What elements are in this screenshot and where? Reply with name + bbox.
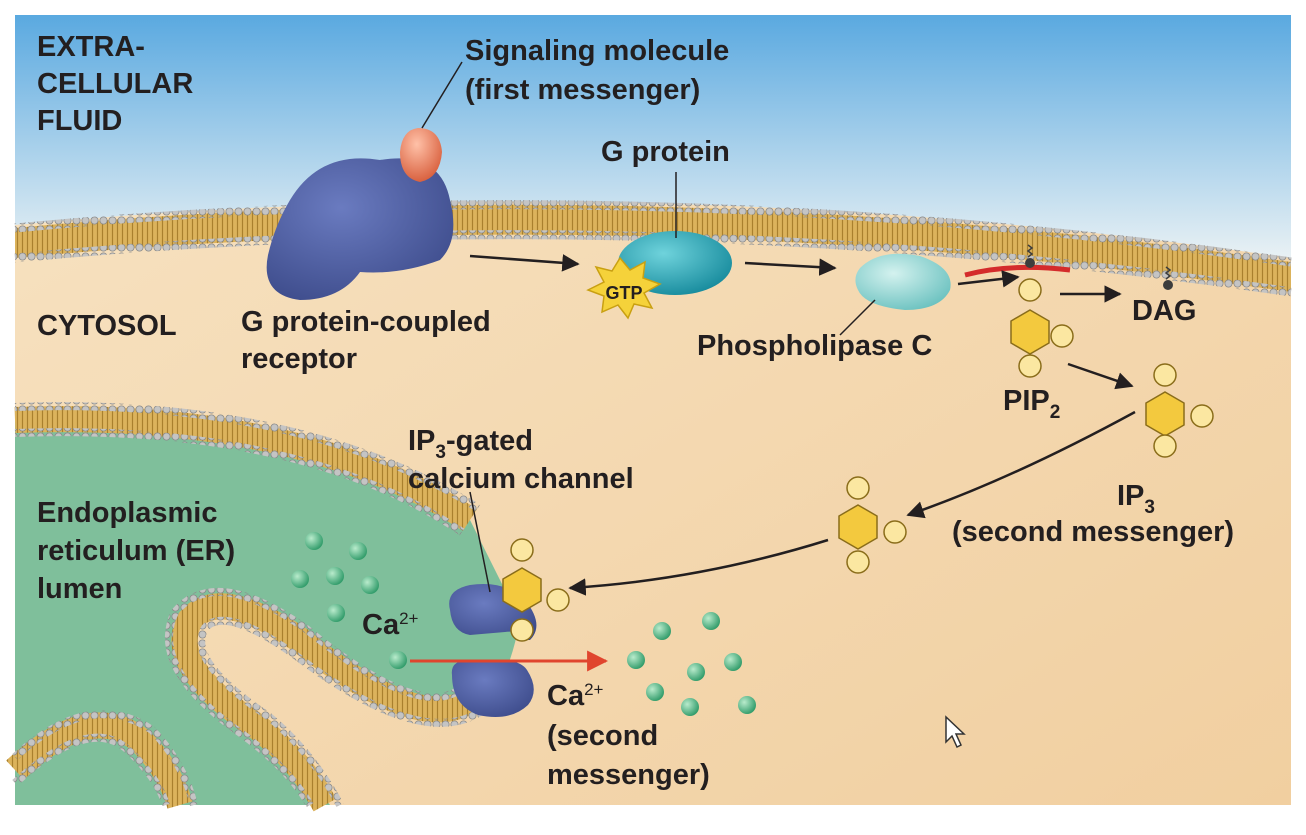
pip2-sub: 2: [1050, 402, 1061, 423]
arrow-to-ip3: [1067, 362, 1134, 390]
extracellular-label-1: EXTRA-: [37, 31, 145, 63]
calcium-cytosol-label-1: Ca2+: [547, 680, 604, 712]
gpcr-label-1: G protein-coupled: [241, 306, 491, 338]
signaling-molecule-shape: [400, 128, 442, 182]
pip2-label: PIP2: [1003, 385, 1060, 423]
er-label-3: lumen: [37, 573, 122, 605]
channel-leader: [469, 491, 491, 593]
extracellular-label-2: CELLULAR: [37, 68, 193, 100]
calcium-ions-er: [291, 532, 407, 669]
pip2-tail: [1025, 244, 1035, 268]
ip3-inositol-moving: [838, 476, 907, 574]
g-protein-label: G protein: [601, 136, 730, 168]
phospholipase-leader: [839, 299, 876, 336]
ca-in-base: Ca: [362, 609, 400, 641]
phospholipase-label: Phospholipase C: [697, 330, 932, 362]
arrow-ip3-diffusion: [906, 410, 1136, 519]
g-protein-coupled-receptor: [266, 158, 454, 300]
calcium-cytosol-label-2: (second: [547, 720, 658, 752]
calcium-er-label: Ca2+: [362, 609, 419, 641]
gtp-starburst: [586, 256, 662, 320]
calcium-ions-cytosol: [627, 612, 756, 716]
channel-label-2: calcium channel: [408, 463, 634, 495]
signaling-molecule-leader: [421, 61, 463, 129]
gtp-label: GTP: [605, 283, 642, 303]
ca-in-sup: 2+: [399, 609, 418, 628]
dag-tail: [1163, 266, 1173, 290]
ca-out-base: Ca: [547, 680, 585, 712]
cursor-icon: [945, 715, 966, 749]
pip2-base: PIP: [1003, 385, 1050, 417]
er-label-2: reticulum (ER): [37, 535, 235, 567]
pip2-lipid: [964, 264, 1071, 278]
ip3-caption: (second messenger): [952, 516, 1234, 548]
ip3-inositol: [1145, 363, 1214, 458]
ca-out-sup: 2+: [584, 680, 603, 699]
arrow-ip3-to-channel: [568, 538, 829, 596]
ip3-sub: 3: [1144, 497, 1155, 518]
pip2-inositol: [1010, 278, 1074, 378]
signaling-molecule-label-2: (first messenger): [465, 74, 700, 106]
channel-label-1: IP3-gated: [408, 425, 533, 463]
ip3-base: IP: [1117, 480, 1144, 512]
dag-label: DAG: [1132, 295, 1196, 327]
signaling-molecule-label-1: Signaling molecule: [465, 35, 729, 67]
arrow-plc-to-pip2: [957, 270, 1020, 288]
arrow-receptor-to-gprotein: [469, 254, 580, 272]
channel-sub: 3: [435, 442, 446, 463]
phospholipase-c-shape: [855, 253, 951, 310]
gpcr-label-2: receptor: [241, 343, 357, 375]
endoplasmic-reticulum: [6, 402, 520, 812]
extracellular-label-3: FLUID: [37, 105, 122, 137]
ip3-label: IP3: [1117, 480, 1155, 518]
er-label-1: Endoplasmic: [37, 497, 218, 529]
cytosol-label: CYTOSOL: [37, 310, 177, 342]
channel-base: IP: [408, 425, 435, 457]
ip3-gated-calcium-channel: [449, 538, 570, 718]
arrow-gprotein-to-plc: [744, 258, 837, 276]
calcium-cytosol-label-3: messenger): [547, 759, 710, 791]
channel-rest: -gated: [446, 425, 533, 457]
